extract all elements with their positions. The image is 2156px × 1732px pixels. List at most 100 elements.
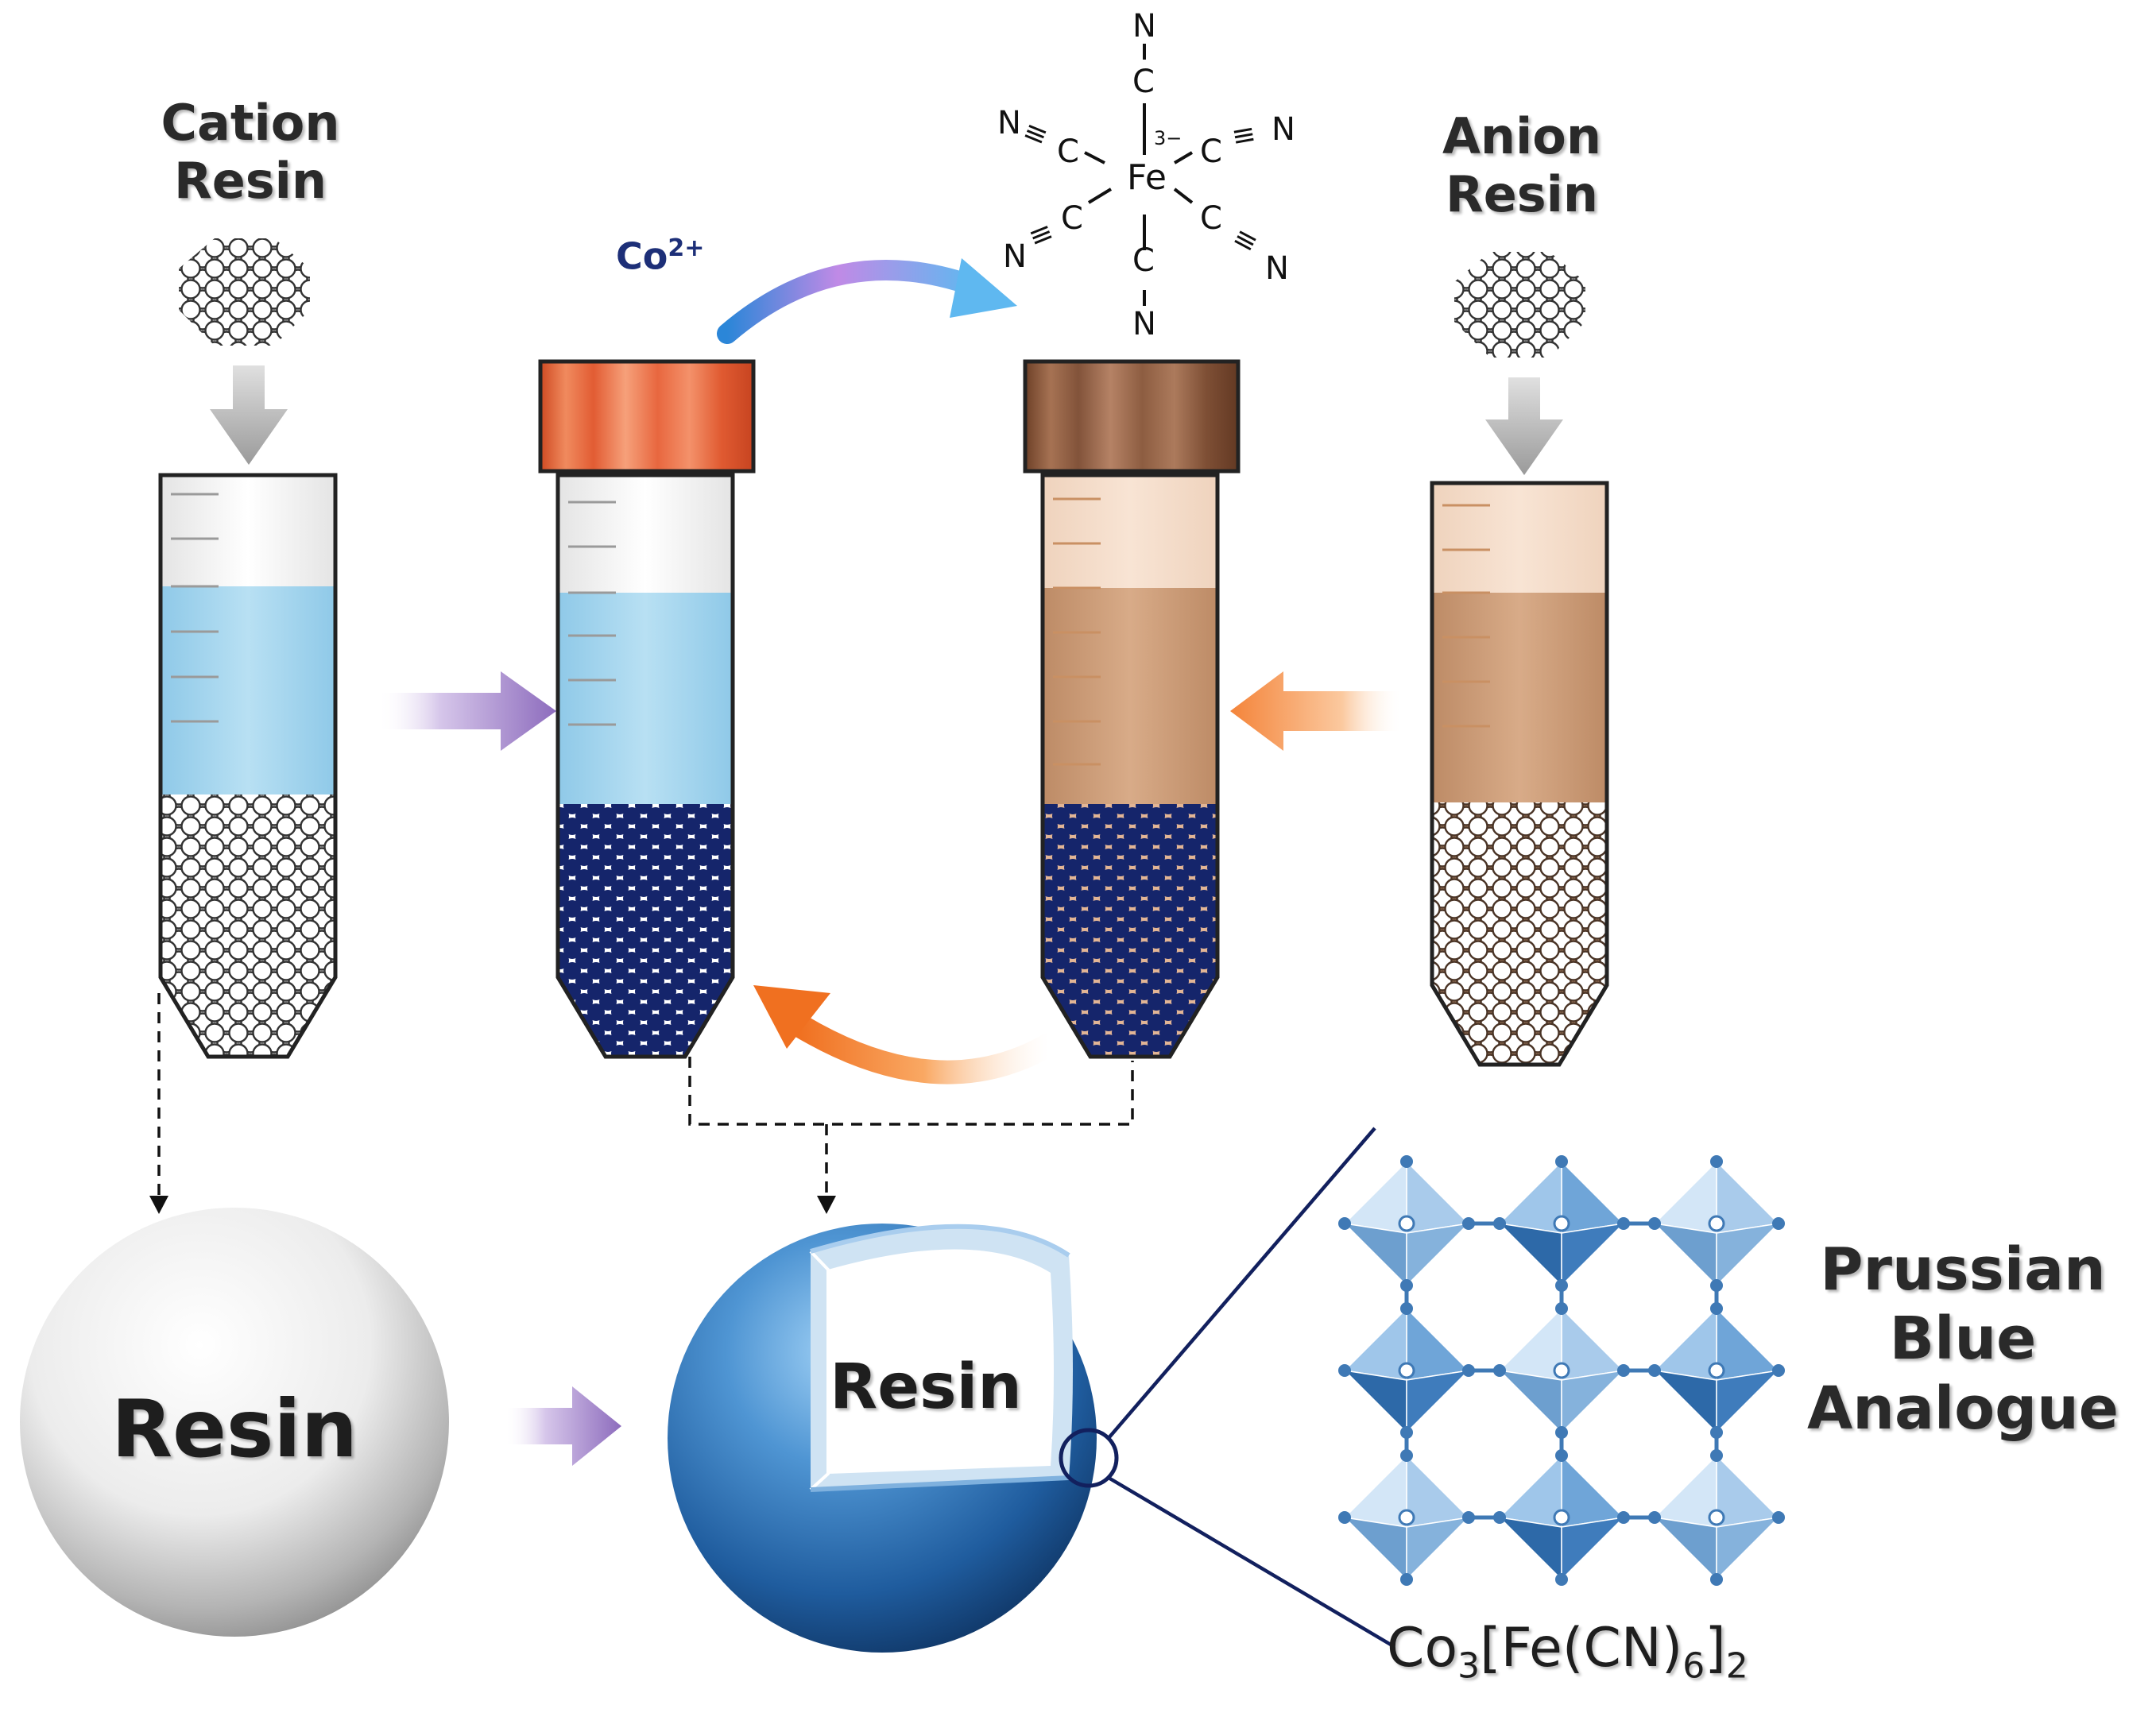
lattice-vertex-atom	[1555, 1573, 1568, 1586]
down-arrow-anion	[1485, 377, 1563, 475]
down-arrow-cation	[210, 365, 288, 465]
lattice-vertex-atom	[1617, 1364, 1630, 1377]
formula-fecn: [Fe(CN)	[1480, 1617, 1683, 1680]
triple-bond-lr: ≡	[1227, 220, 1264, 261]
lattice-vertex-atom	[1493, 1511, 1506, 1524]
lattice-octahedron	[1652, 1160, 1781, 1287]
triple-bond-ll: ≡	[1024, 215, 1059, 255]
c-upper-right: C	[1200, 133, 1222, 170]
purple-arrow-right	[377, 671, 556, 751]
formula-label: Co3[Fe(CN)6]2	[1387, 1617, 1748, 1687]
n-top: N	[1132, 8, 1156, 44]
n-upper-left: N	[997, 105, 1021, 141]
lattice-vertex-atom	[1400, 1573, 1413, 1586]
resin-label-plain: Resin	[111, 1382, 358, 1475]
lattice-vertex-atom	[1710, 1573, 1723, 1586]
lattice-vertex-atom	[1400, 1302, 1413, 1315]
zoom-indicator	[1059, 1127, 1392, 1646]
lattice-vertex-atom	[1772, 1217, 1785, 1230]
c-lower-right: C	[1200, 200, 1222, 237]
cation-resin-line1: Cation	[161, 94, 340, 152]
cation-resin-label: Cation Resin	[151, 94, 350, 210]
formula-sub1: 3	[1457, 1645, 1481, 1687]
anion-resin-beads	[1454, 252, 1585, 358]
lattice-vertex-atom	[1338, 1217, 1351, 1230]
complex-fe: Fe	[1127, 157, 1167, 198]
lattice-vertex-atom	[1710, 1302, 1723, 1315]
formula-sub3: 2	[1725, 1645, 1748, 1687]
lattice-vertex-atom	[1400, 1449, 1413, 1462]
resin-label-coated: Resin	[830, 1351, 1022, 1423]
triple-bond-ul: ≡	[1018, 114, 1053, 154]
lattice-vertex-atom	[1617, 1217, 1630, 1230]
lattice-vertex-atom	[1555, 1426, 1568, 1439]
pba-label: Prussian Blue Analogue	[1788, 1235, 2138, 1444]
lattice-vertex-atom	[1400, 1155, 1413, 1168]
tube-cation-resin	[158, 473, 338, 1059]
n-lower-right: N	[1265, 250, 1289, 287]
lattice-center-atom	[1553, 1362, 1570, 1379]
lattice-vertex-atom	[1493, 1217, 1506, 1230]
lattice-octahedron	[1342, 1160, 1471, 1287]
c-lower-left: C	[1061, 200, 1083, 237]
lattice-vertex-atom	[1555, 1302, 1568, 1315]
octahedron-face	[1561, 1222, 1626, 1287]
lattice-vertex-atom	[1400, 1279, 1413, 1292]
lattice-vertex-atom	[1555, 1155, 1568, 1168]
tube-anion-resin	[1430, 481, 1609, 1067]
anion-resin-label: Anion Resin	[1422, 107, 1621, 223]
formula-sub2: 6	[1682, 1645, 1705, 1687]
lattice-vertex-atom	[1710, 1426, 1723, 1439]
c-bottom: C	[1132, 242, 1155, 279]
lattice-center-atom	[1708, 1509, 1725, 1526]
complex-charge: 3−	[1154, 127, 1183, 149]
resin-sphere-plain	[20, 1208, 449, 1637]
cobalt-symbol: Co	[616, 234, 668, 278]
lattice-vertex-atom	[1710, 1449, 1723, 1462]
lattice-vertex-atom	[1617, 1511, 1630, 1524]
lattice-vertex-atom	[1493, 1364, 1506, 1377]
octahedron-face	[1716, 1369, 1781, 1434]
dashed-connectors	[157, 993, 1134, 1200]
lattice-vertex-atom	[1338, 1364, 1351, 1377]
lattice-vertex-atom	[1710, 1155, 1723, 1168]
lattice-center-atom	[1553, 1509, 1570, 1526]
lattice-vertex-atom	[1555, 1279, 1568, 1292]
cobalt-ion-label: Co2+	[616, 234, 704, 277]
hexacyanoferrate-structure	[1084, 44, 1194, 306]
octahedron-face	[1716, 1516, 1781, 1581]
c-top: C	[1132, 64, 1155, 100]
lattice-center-atom	[1398, 1362, 1415, 1379]
pba-line2: Blue	[1889, 1305, 2037, 1374]
orange-cap	[538, 359, 756, 474]
cation-resin-beads	[179, 238, 310, 346]
dash-arrowhead-left	[149, 1196, 168, 1214]
lattice-vertex-atom	[1462, 1511, 1475, 1524]
lattice-vertex-atom	[1462, 1217, 1475, 1230]
lattice-vertex-atom	[1400, 1426, 1413, 1439]
curved-arrow-bottom	[753, 985, 1061, 1084]
lattice-center-atom	[1398, 1215, 1415, 1232]
formula-co: Co	[1387, 1617, 1458, 1680]
lattice-octahedron	[1342, 1307, 1471, 1434]
lattice-center-atom	[1398, 1509, 1415, 1526]
lattice-vertex-atom	[1648, 1511, 1661, 1524]
tube-cobalt-loaded	[538, 359, 756, 1059]
lattice-vertex-atom	[1462, 1364, 1475, 1377]
dash-arrowhead-center	[817, 1196, 836, 1214]
purple-arrow-spheres	[505, 1386, 621, 1466]
lattice-vertex-atom	[1338, 1511, 1351, 1524]
c-upper-left: C	[1057, 133, 1079, 170]
formula-bracket: ]	[1705, 1617, 1726, 1680]
lattice-vertex-atom	[1648, 1217, 1661, 1230]
lattice-octahedron	[1652, 1454, 1781, 1581]
lattice-center-atom	[1708, 1362, 1725, 1379]
orange-arrow-left	[1230, 671, 1403, 751]
n-bottom: N	[1132, 306, 1156, 342]
cobalt-charge: 2+	[668, 234, 705, 262]
pba-line3: Analogue	[1807, 1374, 2119, 1443]
n-lower-left: N	[1003, 238, 1027, 275]
